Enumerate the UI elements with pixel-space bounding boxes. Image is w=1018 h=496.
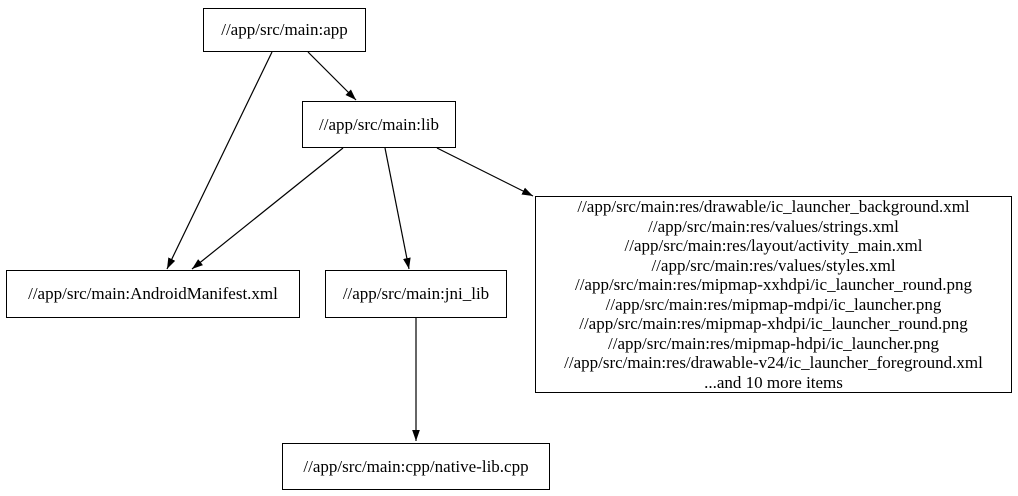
res-file-item: //app/src/main:res/layout/activity_main.… xyxy=(624,236,923,255)
edge-app-to-lib xyxy=(307,51,357,101)
edge-lib-to-res xyxy=(436,147,534,197)
res-file-item: //app/src/main:res/drawable/ic_launcher_… xyxy=(577,197,970,216)
edge-lib-to-manifest xyxy=(191,147,344,270)
res-file-item: //app/src/main:res/mipmap-mdpi/ic_launch… xyxy=(605,294,942,314)
node-android-manifest: //app/src/main:AndroidManifest.xml xyxy=(6,270,300,318)
res-file-item: //app/src/main:res/mipmap-xxhdpi/ic_laun… xyxy=(574,275,973,294)
node-lib-label: //app/src/main:lib xyxy=(319,114,439,134)
res-file-item: //app/src/main:res/values/strings.xml xyxy=(648,216,899,236)
res-file-item: //app/src/main:res/drawable-v24/ic_launc… xyxy=(564,353,983,372)
node-native-lib-cpp-label: //app/src/main:cpp/native-lib.cpp xyxy=(303,456,529,476)
node-jni-lib: //app/src/main:jni_lib xyxy=(325,270,507,318)
res-file-item: //app/src/main:res/mipmap-xhdpi/ic_launc… xyxy=(579,314,968,333)
edge-app-to-manifest xyxy=(166,51,273,270)
node-native-lib-cpp: //app/src/main:cpp/native-lib.cpp xyxy=(282,443,550,490)
node-android-manifest-label: //app/src/main:AndroidManifest.xml xyxy=(28,284,278,304)
node-app-label: //app/src/main:app xyxy=(221,20,348,40)
node-jni-lib-label: //app/src/main:jni_lib xyxy=(342,284,490,304)
node-lib: //app/src/main:lib xyxy=(302,101,456,148)
edge-lib-to-jni-lib xyxy=(384,147,411,270)
node-app: //app/src/main:app xyxy=(203,8,366,52)
res-file-item: //app/src/main:res/mipmap-hdpi/ic_launch… xyxy=(608,333,939,353)
node-res-filegroup: //app/src/main:res/drawable/ic_launcher_… xyxy=(535,196,1012,393)
res-file-item: //app/src/main:res/values/styles.xml xyxy=(651,255,896,275)
res-more-items: ...and 10 more items xyxy=(704,372,843,392)
